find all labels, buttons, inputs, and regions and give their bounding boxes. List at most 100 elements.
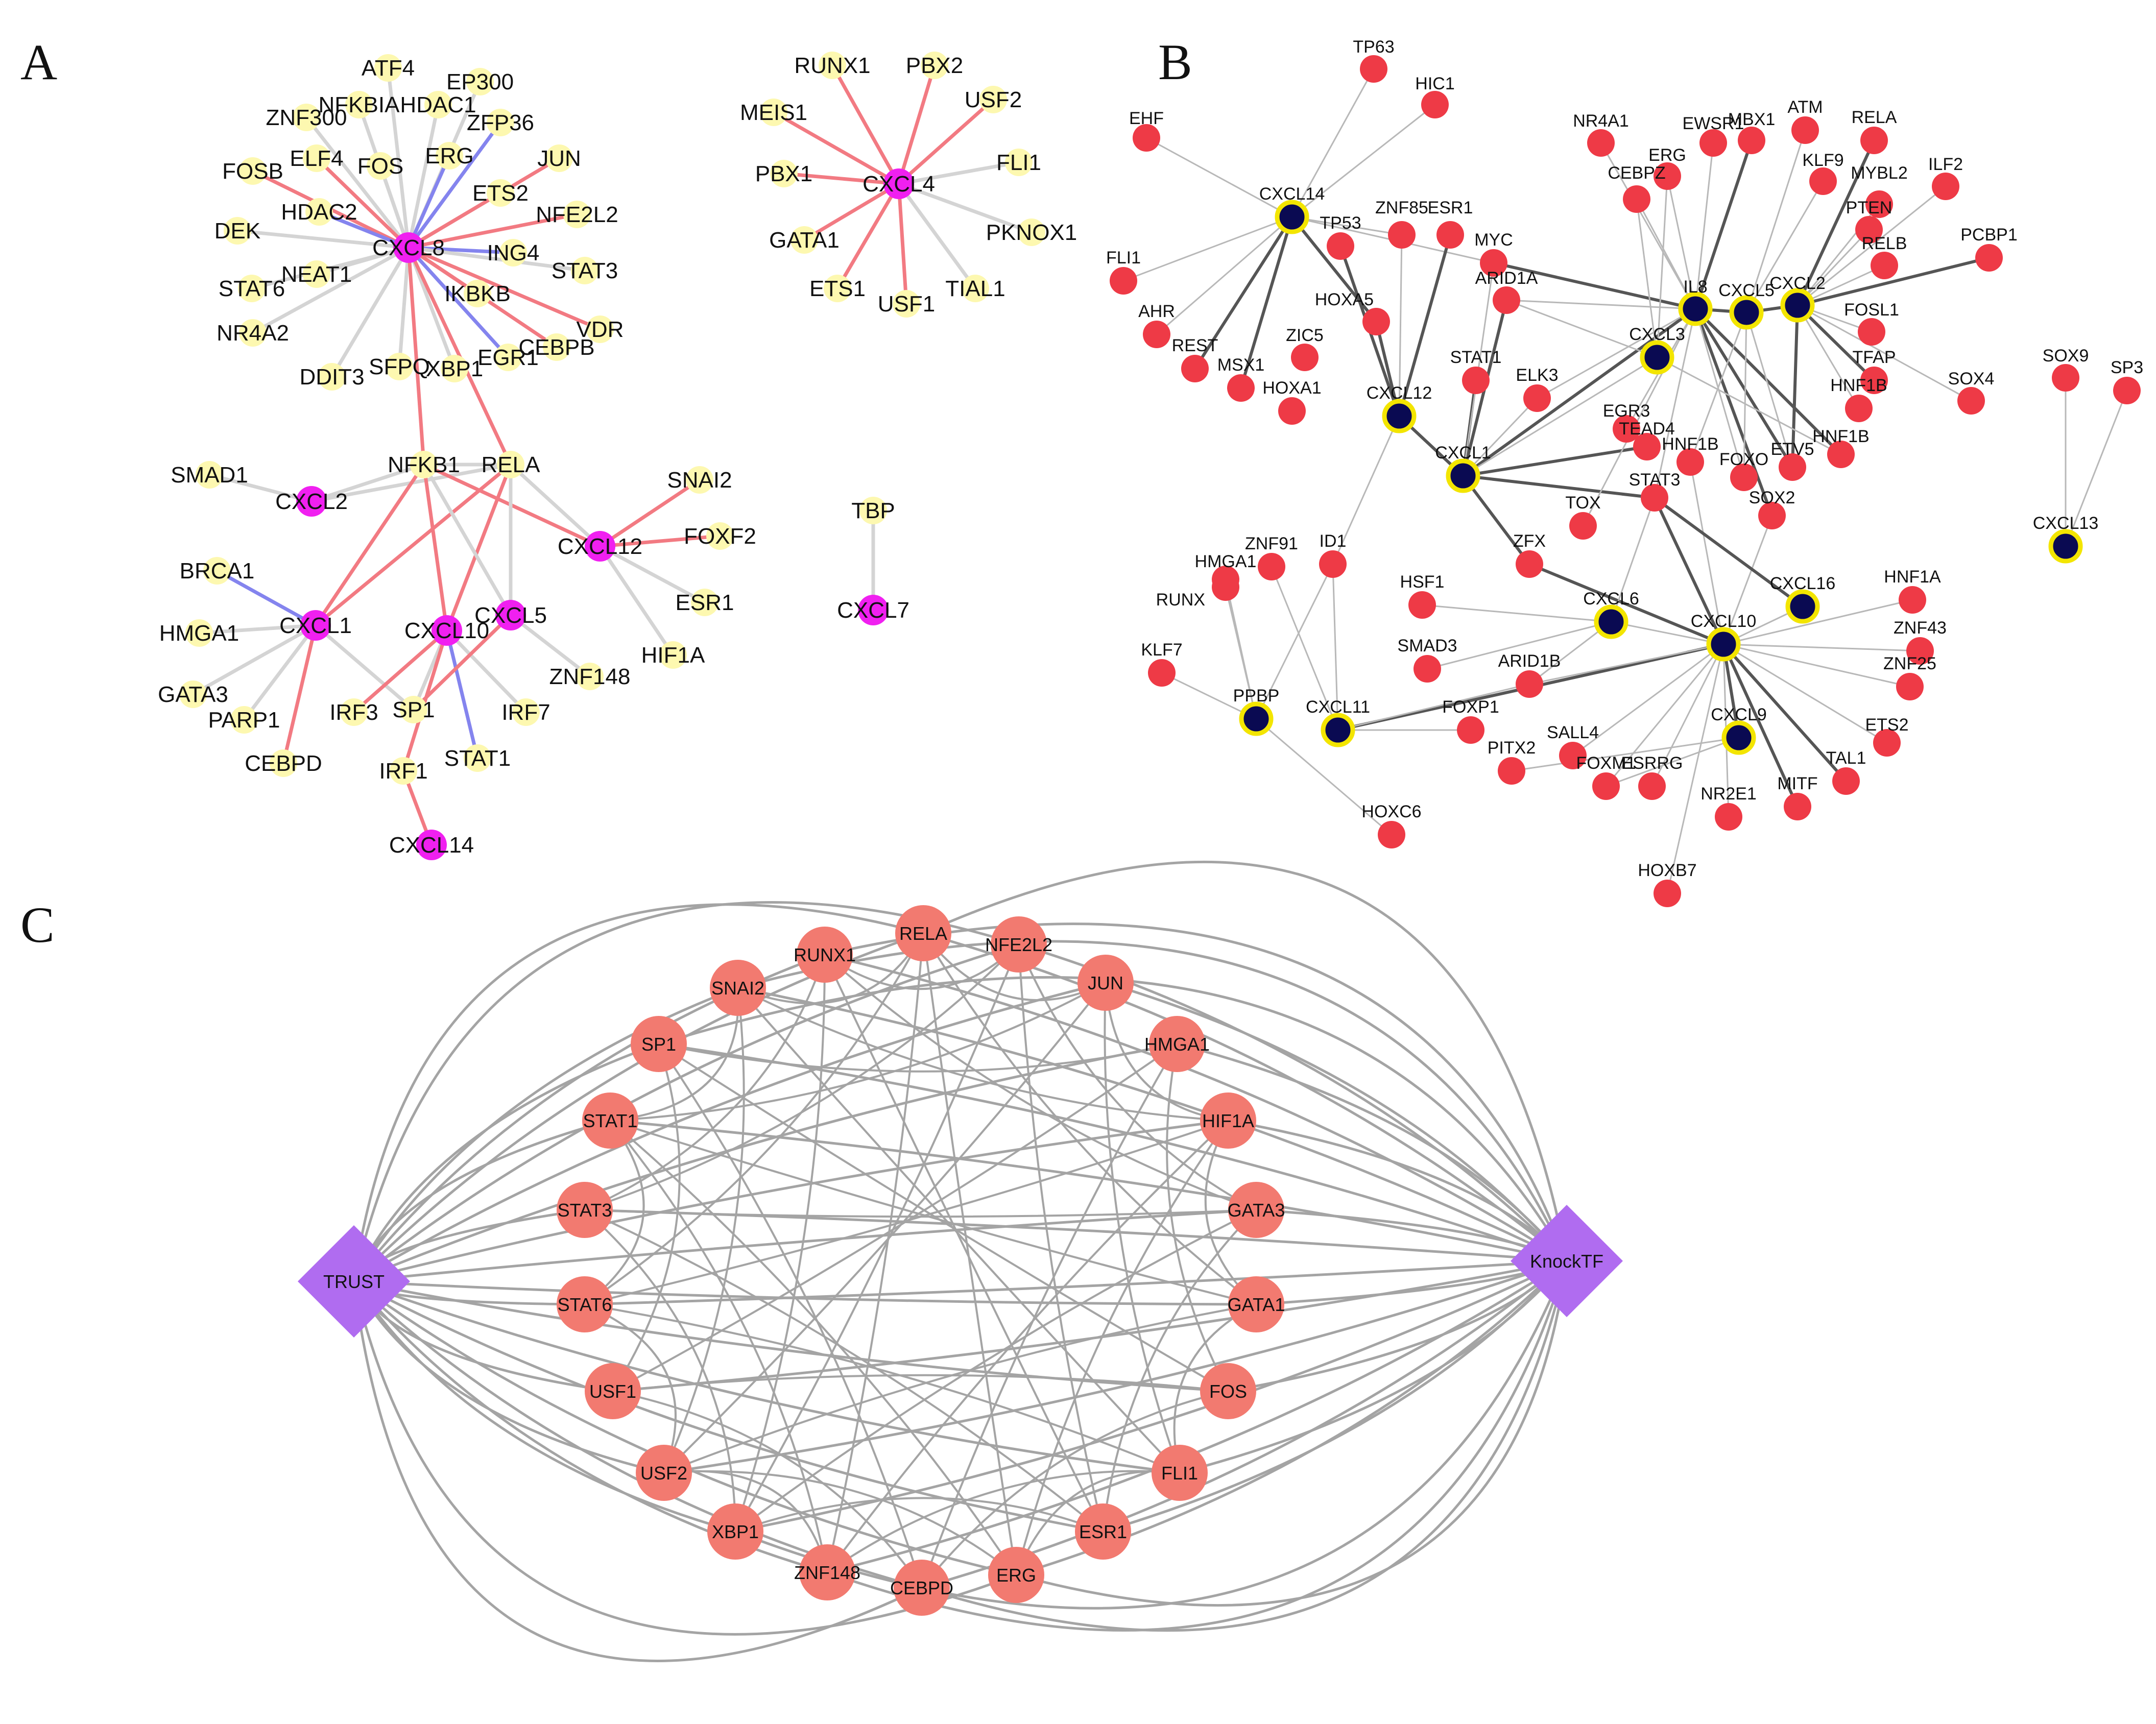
b-node-label-ets2: ETS2 (1865, 715, 1908, 735)
b-node-label-sall4: SALL4 (1547, 723, 1599, 742)
c-edge-sp1-usf1 (612, 1043, 681, 1392)
b-node-cxcl11 (1321, 713, 1355, 747)
c-node-stat1 (582, 1092, 638, 1149)
c-edge-rela-jun (922, 932, 1106, 1002)
b-node-arid1a (1493, 286, 1520, 314)
a-edge-cxcl8-elf4 (315, 157, 410, 249)
c-edge-znf148-fli1 (826, 1470, 1180, 1573)
a-edge-cxcl12-snai2 (599, 478, 701, 548)
b-node-label-hnf1b: HNF1B (1830, 376, 1887, 395)
b-node-label-klf7: KLF7 (1141, 640, 1182, 660)
b-node-esr1 (1436, 221, 1464, 249)
b-node-foxm1 (1592, 772, 1620, 800)
b-node-pten (1855, 216, 1883, 244)
a-node-label-sp1: SP1 (392, 697, 435, 722)
b-edge-cxcl1-tead4 (1463, 445, 1647, 477)
b-node-fosl1 (1858, 318, 1885, 346)
b-node-tp53 (1327, 232, 1354, 260)
panel-c-edges (352, 860, 1568, 1662)
a-node-label-vdr: VDR (577, 317, 624, 342)
a-node-label-pknox1: PKNOX1 (986, 220, 1077, 245)
b-edge-cxcl14-msx1 (1239, 216, 1293, 388)
a-node-label-sfpq: SFPQ (369, 354, 430, 379)
b-node-hsf1 (1408, 591, 1436, 619)
b-node-znf25 (1896, 673, 1924, 700)
b-node-sox9 (2052, 364, 2079, 392)
b-node-cxcl13 (2048, 529, 2083, 564)
c-edge-jun-hif1a (1105, 982, 1229, 1122)
b-edge-cxcl10-sox2 (1722, 515, 1773, 645)
c-node-label-rela: RELA (899, 923, 947, 944)
b-edge-cxcl10-znf43 (1723, 643, 1921, 652)
b-edge-cxcl10-esrrg (1651, 644, 1724, 787)
panel-c-network: RUNX1SNAI2SP1STAT1STAT3STAT6USF1USF2XBP1… (298, 860, 1623, 1662)
a-edge-cxcl4-pbx2 (897, 64, 937, 185)
c-node-znf148 (799, 1544, 855, 1600)
a-node-label-stat1: STAT1 (444, 746, 511, 771)
b-node-label-rest: REST (1172, 336, 1218, 355)
b-node-egr3 (1613, 415, 1640, 443)
c-node-gata1 (1228, 1276, 1284, 1332)
b-node-label-elk3: ELK3 (1516, 366, 1558, 385)
b-edge-cxcl10-tal1 (1722, 643, 1848, 783)
b-node-label-hsf1: HSF1 (1400, 572, 1445, 592)
a-node-label-nfkbia: NFKBIA (319, 92, 400, 117)
b-edge-cxcl10-foxm1 (1605, 644, 1724, 787)
b-edge-il8-elk3 (1537, 308, 1696, 399)
a-edge-cxcl8-stat6 (251, 246, 409, 290)
b-node-label-tox: TOX (1565, 493, 1600, 513)
a-node-tial1 (962, 275, 989, 302)
a-node-usf2 (979, 86, 1007, 113)
b-edge-cxcl6-stat3 (1610, 497, 1656, 622)
b-node-label-cxcl12: CXCL12 (1367, 383, 1432, 403)
a-edge-cxcl8-atf4 (386, 67, 411, 248)
c-node-fli1 (1152, 1445, 1208, 1501)
b-edge-cxcl10-mitf (1722, 643, 1799, 808)
a-node-label-cxcl14: CXCL14 (389, 833, 474, 858)
c-node-usf1 (585, 1363, 641, 1419)
b-node-label-sox9: SOX9 (2043, 346, 2089, 366)
b-edge-cxcl2-rela (1796, 139, 1876, 306)
b-node-label-sp3: SP3 (2111, 358, 2143, 377)
a-node-pbx1 (770, 160, 798, 187)
c-node-usf2 (636, 1445, 692, 1501)
a-node-label-ddit3: DDIT3 (299, 365, 364, 390)
a-node-cxcl12 (585, 531, 615, 562)
a-node-label-xbp1: XBP1 (426, 356, 484, 381)
a-node-label-irf7: IRF7 (501, 700, 550, 725)
a-node-nr4a2 (239, 319, 267, 347)
b-edge-il8-sox2 (1694, 308, 1774, 517)
c-edge-trust-jun (353, 981, 1106, 1283)
a-node-label-ets2: ETS2 (472, 181, 529, 206)
b-node-label-cxcl11: CXCL11 (1306, 697, 1370, 717)
b-edge-cxcl11-id1 (1332, 564, 1339, 731)
c-edge-stat1-jun (610, 982, 1106, 1122)
b-node-label-ppbp: PPBP (1233, 686, 1280, 706)
c-edge-knocktf-znf148 (827, 1259, 1568, 1574)
a-node-nfkbia (345, 91, 373, 118)
c-node-gata3 (1228, 1182, 1284, 1238)
b-node-hnf1b2 (1676, 448, 1704, 476)
b-node-label-znf85: ZNF85 (1375, 198, 1428, 217)
b-node-smad3 (1414, 655, 1441, 683)
b-node-label-klf9: KLF9 (1802, 151, 1843, 170)
a-node-ddit3 (318, 363, 346, 391)
a-node-neat1 (303, 260, 330, 288)
a-edge-cxcl12-hif1a (598, 545, 675, 656)
b-edge-cxcl10-stat3 (1653, 497, 1725, 645)
c-arc-knocktf-rela (922, 860, 1568, 1261)
a-node-stat1 (464, 744, 491, 772)
b-edge-cxcl16-stat3 (1654, 496, 1804, 608)
a-node-runx1 (819, 52, 846, 79)
b-node-pcbp1 (1975, 244, 2003, 272)
a-node-label-hif1a: HIF1A (641, 643, 705, 668)
c-edge-stat3-gata3 (584, 1209, 1257, 1218)
c-node-fos (1200, 1363, 1256, 1419)
b-node-label-hic1: HIC1 (1415, 74, 1454, 93)
b-node-label-cxcl9: CXCL9 (1711, 705, 1767, 724)
c-edge-rela-erg (922, 933, 1017, 1575)
a-edge-cxcl12-esr1 (599, 544, 706, 604)
